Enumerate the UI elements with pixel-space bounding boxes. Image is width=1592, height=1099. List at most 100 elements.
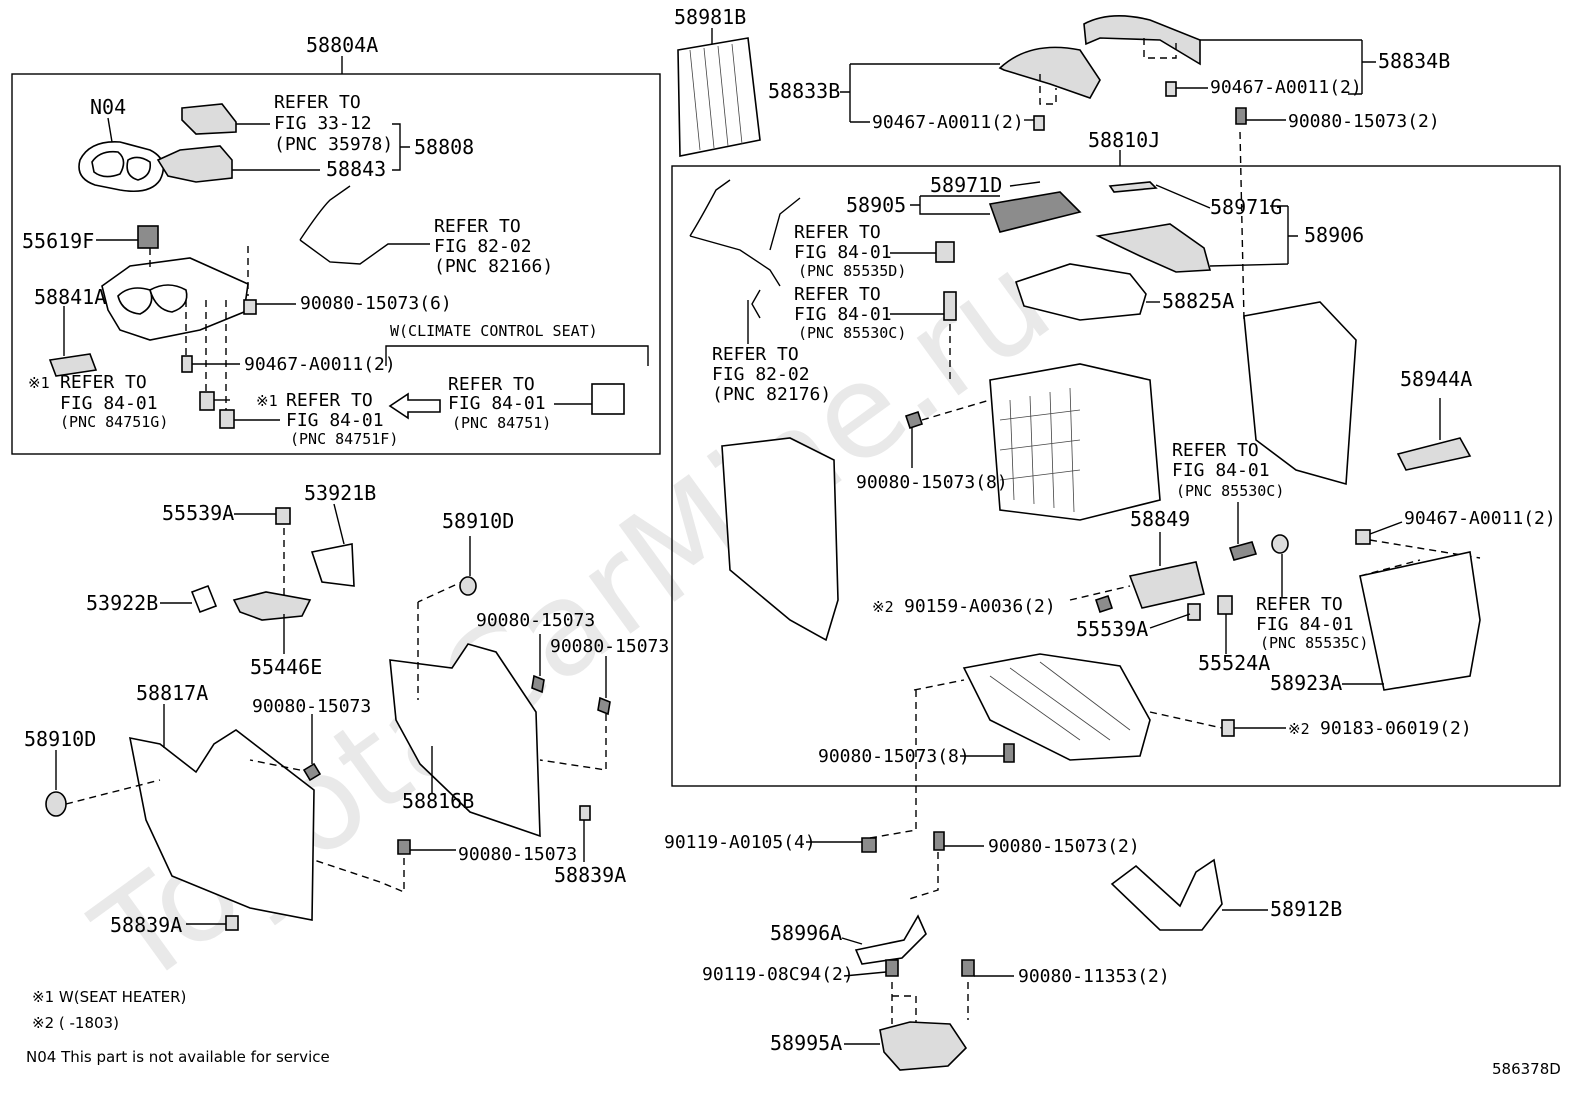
part-n04-shape [78,141,165,193]
part-53921B-shape [310,543,355,587]
label-90080-2b: 90080-15073(2) [988,836,1140,857]
part-58906-shape [1095,223,1212,273]
label-90467-2b: 90467-A0011(2) [872,112,1024,133]
part-console-box [989,363,1161,521]
label-58981B: 58981B [674,5,746,29]
mark-1b: ※1 [256,392,278,410]
group-label-58804A: 58804A [306,33,378,57]
mark-2a: ※2 [872,598,894,616]
part-82166-wire [299,185,430,265]
ref-85530C-a: REFER TO FIG 84-01 (PNC 85530C) [794,284,906,342]
label-55446E: 55446E [250,655,322,679]
label-58841A: 58841A [34,285,106,309]
mark-2b: ※2 [1288,720,1310,738]
label-90467-2a: 90467-A0011(2) [244,354,396,375]
note-seat-heater: ※1 W(SEAT HEATER) [32,988,186,1006]
ref-82176: REFER TO FIG 82-02 (PNC 82176) [712,344,831,405]
label-90080-c: 90080-15073 [252,696,371,717]
mark-1a: ※1 [28,374,50,392]
ref-84751G: REFER TO FIG 84-01 (PNC 84751G) [60,372,168,431]
group-label-58810J: 58810J [1088,128,1160,152]
label-58910D-top: 58910D [442,509,514,533]
part-35978-shape [181,103,237,135]
part-58912B-shape [1110,858,1223,931]
label-58995A: 58995A [770,1031,842,1055]
label-58825A: 58825A [1162,289,1234,313]
label-90467-2d: 90467-A0011(2) [1404,508,1556,529]
group-box-58810J [671,165,1561,787]
label-58923A: 58923A [1270,671,1342,695]
label-55524A: 55524A [1198,651,1270,675]
label-58833B: 58833B [768,79,840,103]
label-58849: 58849 [1130,507,1190,531]
part-58816B-shape [389,643,541,838]
note-n04: N04 This part is not available for servi… [26,1048,330,1066]
ref-35978: REFER TO FIG 33-12 (PNC 35978) [274,92,393,155]
label-58839A-left: 58839A [110,913,182,937]
part-58825A-shape [1014,263,1147,321]
label-53921B: 53921B [304,481,376,505]
note-1803: ※2 ( -1803) [32,1014,119,1032]
label-90183: 90183-06019(2) [1320,718,1472,739]
label-53922B: 53922B [86,591,158,615]
part-55619F-shape [137,225,159,249]
part-58981B-shape [677,37,761,157]
label-58834B: 58834B [1378,49,1450,73]
part-58833B-shape [998,46,1101,99]
part-58996A-shape [854,914,927,965]
ref-84751F: REFER TO FIG 84-01 (PNC 84751F) [286,390,398,448]
label-90080-8b: 90080-15073(8) [818,746,970,767]
ref-85530C-b: REFER TO FIG 84-01 (PNC 85530C) [1172,440,1284,500]
label-58912B: 58912B [1270,897,1342,921]
part-wire-harness [689,179,801,319]
label-90159: 90159-A0036(2) [904,596,1056,617]
part-84751-shape [591,383,625,415]
label-climate-seat: W(CLIMATE CONTROL SEAT) [390,322,598,340]
group-box-58804A [11,73,661,455]
part-58923A-shape [1359,551,1481,691]
label-90119-c: 90119-08C94(2) [702,964,854,985]
ref-85535D: REFER TO FIG 84-01 (PNC 85535D) [794,222,906,280]
label-90080-6: 90080-15073(6) [300,293,452,314]
label-58944A: 58944A [1400,367,1472,391]
ref-85535C: REFER TO FIG 84-01 (PNC 85535C) [1256,594,1368,652]
part-right-panel [1243,301,1357,486]
label-55619F: 55619F [22,229,94,253]
label-58817A: 58817A [136,681,208,705]
label-58808: 58808 [414,135,474,159]
label-58843: 58843 [326,157,386,181]
part-58944A-shape [1396,437,1472,471]
diagram-id: 586378D [1492,1060,1561,1078]
label-90080-2a: 90080-15073(2) [1288,111,1440,132]
label-90080-11353: 90080-11353(2) [1018,966,1170,987]
label-90080-8a: 90080-15073(8) [856,472,1008,493]
part-58841A-shape [48,353,98,377]
part-58843-shape [156,145,233,183]
part-58905-shape [988,191,1082,233]
part-58817A-shape [128,729,315,921]
ref-82166: REFER TO FIG 82-02 (PNC 82166) [434,216,553,277]
label-55539A-right: 55539A [1076,617,1148,641]
part-left-panel [721,437,839,642]
ref-84751: REFER TO FIG 84-01 (PNC 84751) [448,374,551,432]
part-58995A-shape [879,1021,968,1071]
label-58971D: 58971D [930,173,1002,197]
label-55539A-left: 55539A [162,501,234,525]
label-58996A: 58996A [770,921,842,945]
label-58905: 58905 [846,193,906,217]
part-58849-shape [1128,561,1205,609]
arrow-icon [388,392,441,420]
label-58839A-right: 58839A [554,863,626,887]
label-n04: N04 [90,95,126,119]
part-53922B-shape [190,584,218,614]
label-90080-m1: 90080-15073 [476,610,595,631]
part-console-base [962,653,1151,761]
label-58910D-left: 58910D [24,727,96,751]
label-90467-2c: 90467-A0011(2) [1210,77,1362,98]
label-58816B: 58816B [402,789,474,813]
label-90119-a: 90119-A0105(4) [664,832,816,853]
part-55446E-shape [232,591,312,621]
label-58906: 58906 [1304,223,1364,247]
label-90080-m3: 90080-15073 [458,844,577,865]
